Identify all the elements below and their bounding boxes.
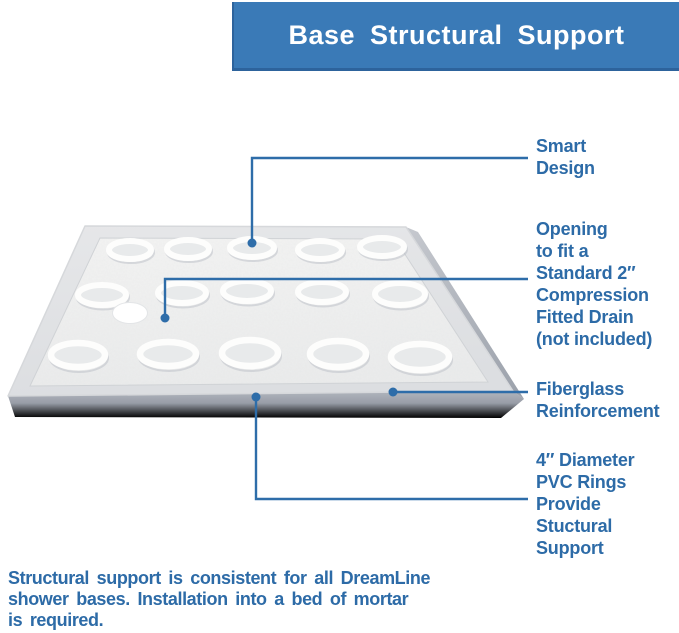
support-ring: [155, 280, 210, 309]
support-ring: [47, 339, 109, 373]
callout-label-fiberglass: Fiberglass Reinforcement: [536, 378, 660, 422]
support-ring: [372, 280, 429, 311]
callout-label-line: to fit a: [536, 241, 589, 261]
callout-dot-drain-opening: [160, 313, 170, 323]
callout-label-line: Reinforcement: [536, 401, 660, 421]
callout-lines: [163, 156, 528, 501]
footer-note-line: Structural support is consistent for all…: [8, 568, 431, 588]
callout-label-line: Fitted Drain: [536, 307, 634, 327]
callout-label-line: Standard 2″: [536, 263, 636, 283]
support-ring: [387, 340, 453, 376]
drain-hole: [112, 302, 148, 324]
callout-line-pvc-rings: [254, 397, 528, 501]
callout-label-pvc-rings: 4″ Diameter PVC Rings Provide Stuctural …: [536, 449, 635, 559]
footer-note-line: is required.: [8, 610, 104, 630]
support-ring: [357, 235, 408, 261]
callout-line-drain-opening: [163, 277, 528, 318]
support-ring: [106, 238, 155, 264]
callout-label-line: (not included): [536, 329, 653, 349]
callout-label-line: Fiberglass: [536, 379, 625, 399]
callout-dot-fiberglass: [388, 387, 398, 397]
tray-front-skirt: [8, 391, 524, 418]
callout-label-line: Provide: [536, 494, 601, 514]
support-ring: [218, 336, 282, 372]
support-ring: [220, 278, 275, 307]
callout-label-line: Stuctural: [536, 516, 613, 536]
callout-dots: [160, 238, 398, 402]
callout-label-smart-design: Smart Design: [536, 135, 595, 179]
callout-label-line: Design: [536, 158, 595, 178]
callout-label-line: Support: [536, 538, 604, 558]
callout-label-line: Smart: [536, 136, 587, 156]
callout-line-smart-design: [250, 156, 528, 243]
support-ring: [164, 237, 213, 263]
header-banner: Base Structural Support: [232, 2, 679, 71]
callout-label-drain-opening: Opening to fit a Standard 2″ Compression…: [536, 218, 652, 350]
callout-dot-pvc-rings: [251, 392, 261, 402]
tray-right-wall: [406, 227, 524, 399]
support-ring: [136, 338, 200, 372]
support-ring: [306, 337, 370, 373]
callout-label-line: PVC Rings: [536, 472, 627, 492]
support-ring: [75, 282, 130, 311]
support-rings: [47, 235, 453, 376]
callout-label-line: 4″ Diameter: [536, 450, 635, 470]
callout-label-line: Compression: [536, 285, 649, 305]
support-ring: [295, 238, 346, 264]
callout-dot-smart-design: [247, 238, 257, 248]
footer-note-line: shower bases. Installation into a bed of…: [8, 589, 409, 609]
footer-note: Structural support is consistent for all…: [8, 568, 430, 631]
support-ring: [295, 279, 350, 308]
callout-label-line: Opening: [536, 219, 608, 239]
page-title: Base Structural Support: [288, 19, 625, 50]
